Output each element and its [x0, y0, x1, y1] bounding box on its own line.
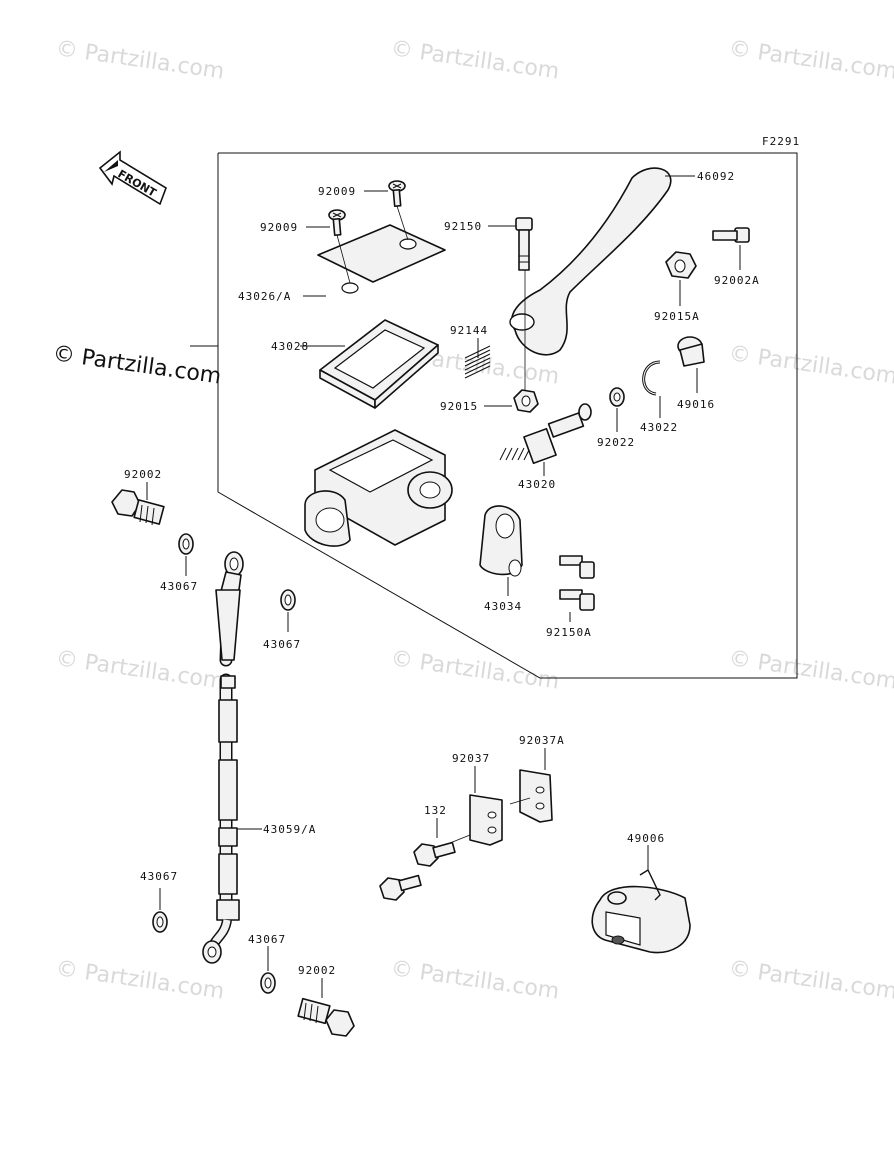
label-92037A: 92037A [519, 734, 565, 747]
watermark: © Partzilla.com [727, 956, 894, 1004]
nut-92015A [665, 251, 697, 279]
label-92037: 92037 [452, 752, 490, 765]
label-92002A: 92002A [714, 274, 760, 287]
washer-43067-a [178, 533, 194, 555]
washer-43067-c [152, 911, 168, 933]
bracket-92037 [444, 769, 553, 846]
label-92022: 92022 [597, 436, 635, 449]
watermark: © Partzilla.com [727, 36, 894, 84]
label-43067-b: 43067 [263, 638, 301, 651]
label-43067-d: 43067 [248, 933, 286, 946]
front-arrow: FRONT [98, 150, 167, 206]
label-92015: 92015 [440, 400, 478, 413]
label-43067-c: 43067 [140, 870, 178, 883]
reservoir-diaphragm [319, 319, 439, 409]
watermark: © Partzilla.com [54, 36, 226, 84]
label-132: 132 [424, 804, 447, 817]
label-49006: 49006 [627, 832, 665, 845]
bolt-92150 [515, 217, 533, 395]
master-cylinder-body [304, 429, 453, 547]
boot-49016 [677, 336, 705, 367]
label-43067-a: 43067 [160, 580, 198, 593]
label-49016: 49016 [677, 398, 715, 411]
bolt-132 [379, 841, 456, 901]
bolt-92150A [559, 555, 595, 611]
switch-49006 [591, 868, 691, 954]
label-43028: 43028 [271, 340, 309, 353]
brake-hose [202, 551, 244, 964]
label-43022: 43022 [640, 421, 678, 434]
watermark: © Partzilla.com [727, 646, 894, 694]
brake-lever [509, 167, 695, 356]
watermark: © Partzilla.com [54, 956, 226, 1004]
label-92150: 92150 [444, 220, 482, 233]
watermark-main: © Partzilla.com [51, 341, 223, 389]
watermark: © Partzilla.com [54, 646, 226, 694]
label-92009-b: 92009 [260, 221, 298, 234]
nut-92015 [513, 389, 539, 413]
label-46092: 46092 [697, 170, 735, 183]
label-43026A: 43026/A [238, 290, 291, 303]
label-92002-bottom: 92002 [298, 964, 336, 977]
watermark: © Partzilla.com [389, 646, 561, 694]
clamp-43034 [479, 505, 523, 577]
watermark: © Partzilla.com [389, 956, 561, 1004]
watermark: © Partzilla.com [389, 36, 561, 84]
screw-92009-b [328, 209, 346, 237]
circlip-43022 [642, 360, 661, 396]
label-43034: 43034 [484, 600, 522, 613]
watermark: © Partzilla.com [727, 341, 894, 389]
washer-43067-d [260, 972, 276, 994]
label-92144: 92144 [450, 324, 488, 337]
spring-92144 [464, 345, 491, 379]
label-92150A: 92150A [546, 626, 592, 639]
label-92015A: 92015A [654, 310, 700, 323]
assembly-frame [217, 152, 798, 679]
washer-43067-b [280, 589, 296, 611]
label-92002-top: 92002 [124, 468, 162, 481]
banjo-bolt-92002-bottom [297, 997, 355, 1037]
label-43020: 43020 [518, 478, 556, 491]
reservoir-cover [317, 205, 446, 294]
washer-92022 [609, 387, 625, 407]
screw-92009-a [388, 180, 406, 208]
label-92009-a: 92009 [318, 185, 356, 198]
label-43059A: 43059/A [263, 823, 316, 836]
watermarks: © Partzilla.com © Partzilla.com © Partzi… [51, 36, 894, 1004]
figure-code: F2291 [762, 135, 800, 148]
banjo-bolt-92002-top [111, 489, 165, 526]
bolt-92002A [712, 227, 750, 243]
piston-43020 [499, 403, 592, 465]
